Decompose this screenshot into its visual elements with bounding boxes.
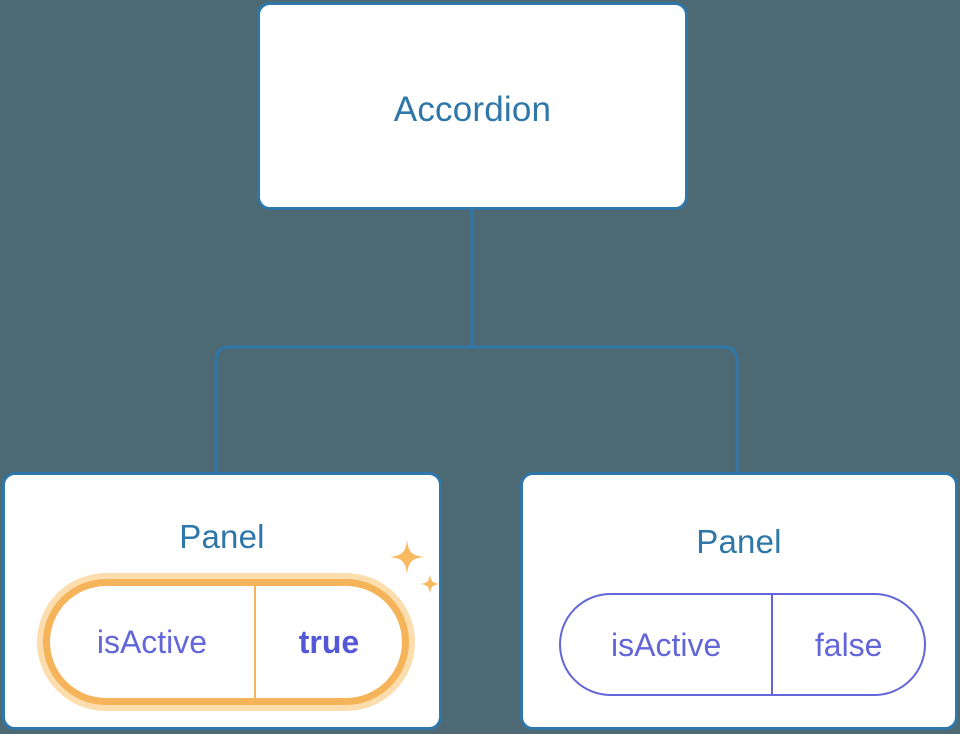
prop-key-label: isActive — [50, 586, 256, 698]
prop-pill-isactive-true[interactable]: isActive true — [37, 573, 415, 711]
prop-pill-isactive-false[interactable]: isActive false — [559, 593, 926, 696]
node-accordion-title: Accordion — [393, 90, 552, 129]
node-panel-right-title: Panel — [696, 523, 782, 560]
node-panel-left[interactable]: Panel isActive true — [2, 472, 442, 730]
node-panel-left-title: Panel — [179, 518, 265, 555]
prop-pill-inner: isActive true — [50, 586, 402, 698]
node-panel-right[interactable]: Panel isActive false — [520, 472, 958, 730]
connector-branch-bar — [214, 345, 739, 472]
prop-value-label: false — [814, 626, 883, 663]
prop-pill-highlight-ring: isActive true — [43, 579, 409, 705]
node-accordion[interactable]: Accordion — [257, 2, 688, 210]
prop-key-label: isActive — [561, 595, 774, 694]
prop-value-label: true — [298, 624, 360, 660]
